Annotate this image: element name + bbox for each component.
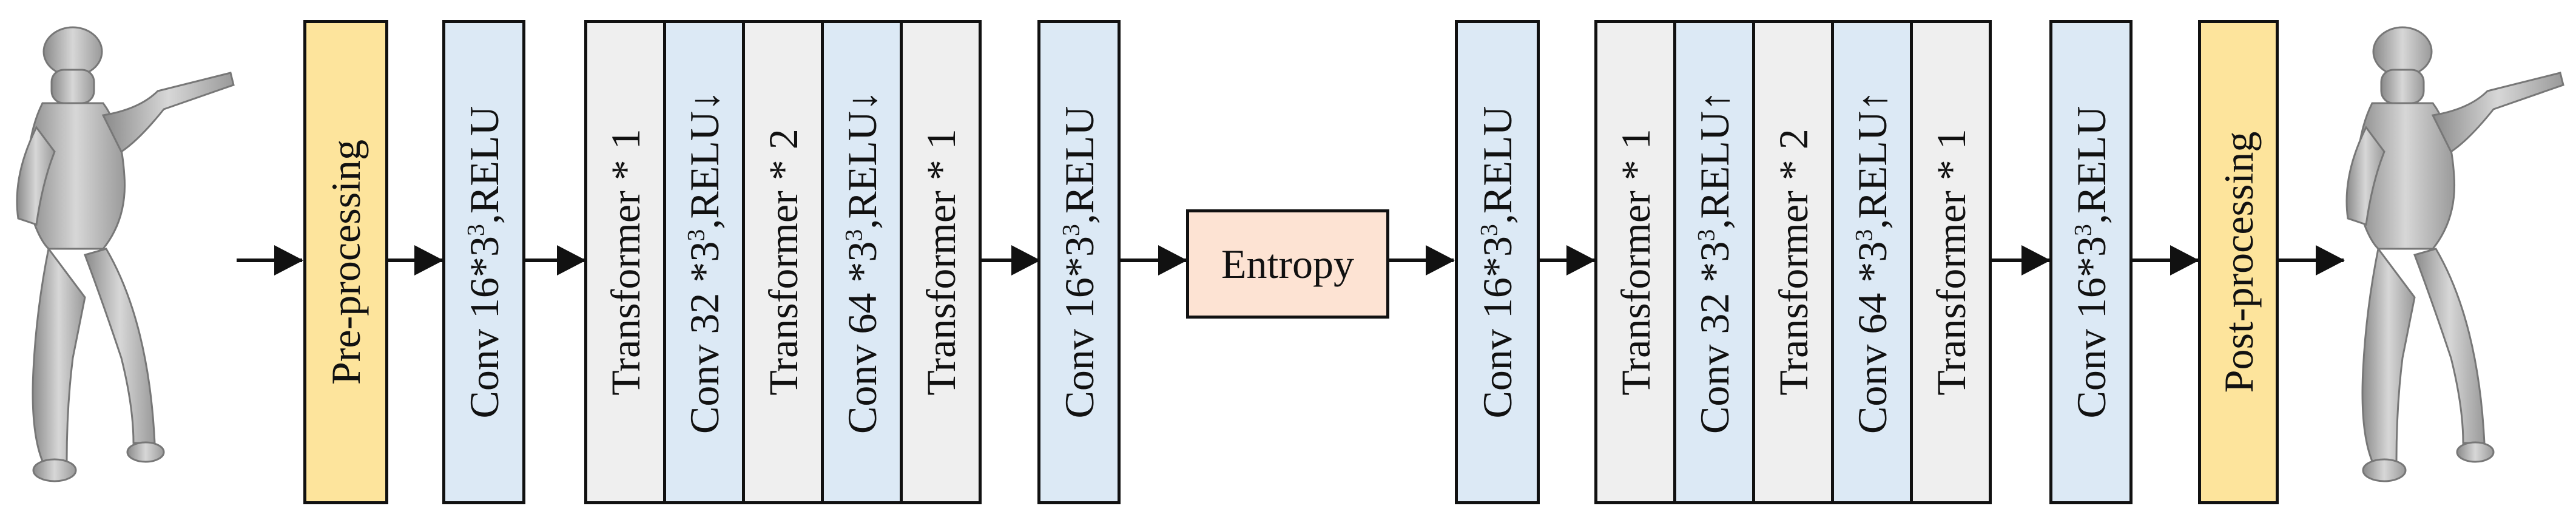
encoder-transformer-1a-block: Transformer * 1 <box>584 20 666 504</box>
conv16-label: Conv 16*33,RELU <box>2068 106 2114 419</box>
decoder-conv32-block: Conv 32 *33,RELU↑ <box>1673 20 1755 504</box>
entropy-block: Entropy <box>1186 209 1389 319</box>
encoder-conv32-block: Conv 32 *33,RELU↓ <box>663 20 745 504</box>
transformer-label: Transformer * 1 <box>1612 129 1659 396</box>
decoder-transformer-1a-block: Transformer * 1 <box>1594 20 1676 504</box>
entropy-label: Entropy <box>1221 241 1355 287</box>
arrow-conv-to-decoder <box>1539 245 1596 275</box>
transformer-label: Transformer * 2 <box>1770 129 1816 396</box>
conv16-label: Conv 16*33,RELU <box>460 106 507 419</box>
output-soldier-figure <box>2345 26 2564 482</box>
arrow-conv-to-encoder <box>524 245 586 275</box>
conv16-label: Conv 16*33,RELU <box>1056 106 1102 419</box>
conv16-block-decoder-output: Conv 16*33,RELU <box>2049 20 2133 504</box>
encoder-transformer-2-block: Transformer * 2 <box>742 20 824 504</box>
transformer-label: Transformer * 2 <box>760 129 806 396</box>
encoder-transformer-1b-block: Transformer * 1 <box>900 20 982 504</box>
pre-processing-block: Pre-processing <box>303 20 388 504</box>
arrow-encoder-to-conv <box>981 245 1040 275</box>
conv64-label: Conv 64 *33,RELU↓ <box>838 90 885 434</box>
conv16-block-encoder-output: Conv 16*33,RELU <box>1037 20 1121 504</box>
decoder-transformer-2-block: Transformer * 2 <box>1752 20 1834 504</box>
arrow-conv-to-entropy <box>1119 245 1187 275</box>
post-processing-label: Post-processing <box>2215 131 2262 393</box>
arrow-conv-to-postprocessing <box>2131 245 2199 275</box>
pre-processing-label: Pre-processing <box>323 139 369 385</box>
arrow-entropy-to-conv <box>1388 245 1455 275</box>
conv64-label: Conv 64 *33,RELU↑ <box>1849 90 1895 434</box>
encoder-conv64-block: Conv 64 *33,RELU↓ <box>821 20 903 504</box>
arrow-postprocessing-to-output <box>2278 245 2345 275</box>
conv16-label: Conv 16*33,RELU <box>1474 106 1520 419</box>
conv16-block-encoder-input: Conv 16*33,RELU <box>442 20 525 504</box>
decoder-transformer-1b-block: Transformer * 1 <box>1910 20 1992 504</box>
arrow-preprocessing-to-conv <box>386 245 443 275</box>
transformer-label: Transformer * 1 <box>602 129 649 396</box>
arrow-input-to-preprocessing <box>237 245 303 275</box>
post-processing-block: Post-processing <box>2198 20 2279 504</box>
input-soldier-figure <box>16 26 235 482</box>
conv32-label: Conv 32 *33,RELU↓ <box>681 90 727 434</box>
arrow-decoder-to-conv <box>1991 245 2051 275</box>
transformer-label: Transformer * 1 <box>917 129 964 396</box>
decoder-conv64-block: Conv 64 *33,RELU↑ <box>1831 20 1913 504</box>
conv32-label: Conv 32 *33,RELU↑ <box>1691 90 1738 434</box>
conv16-block-decoder-input: Conv 16*33,RELU <box>1455 20 1540 504</box>
transformer-label: Transformer * 1 <box>1927 129 1974 396</box>
